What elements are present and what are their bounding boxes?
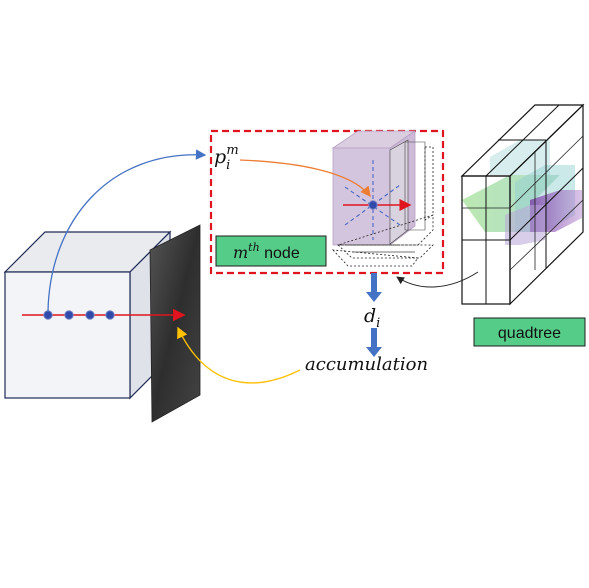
child-node-outline xyxy=(331,249,419,267)
sample-points xyxy=(43,310,115,320)
point-to-node-arrow xyxy=(239,159,371,198)
qt-line xyxy=(509,199,584,271)
node-block xyxy=(331,130,434,267)
query-point xyxy=(368,200,378,210)
point-query-arrow xyxy=(47,149,207,312)
child-node-outline xyxy=(336,244,434,259)
arrow-shaft xyxy=(371,328,377,348)
render-arrow xyxy=(177,326,301,384)
block-front xyxy=(332,147,391,246)
cube-front-face xyxy=(4,271,131,399)
arrow-head xyxy=(366,292,382,302)
sample-point xyxy=(105,310,115,320)
arrow-shaft xyxy=(371,273,377,293)
image-plane xyxy=(149,224,201,423)
qt-side-face xyxy=(509,103,584,306)
quadtree-to-node-arrow xyxy=(396,271,479,288)
point-label: pim xyxy=(214,143,239,173)
accumulation-label: accumulation xyxy=(305,354,428,375)
quadtree-label: quadtree xyxy=(498,325,561,342)
sample-point xyxy=(85,310,95,320)
quadtree-volume xyxy=(460,103,585,306)
qt-line xyxy=(509,135,584,209)
node-label-box xyxy=(215,235,327,267)
axis-dashed xyxy=(344,184,401,226)
arrow-head xyxy=(366,347,382,357)
distance-label: di xyxy=(364,305,380,331)
sample-point xyxy=(43,310,53,320)
node-box xyxy=(209,129,445,275)
node-label: mth node xyxy=(233,241,300,262)
quadtree-label-box xyxy=(473,317,586,347)
child-node-outline xyxy=(424,146,434,221)
accumulation-arrow xyxy=(366,328,382,357)
sample-point xyxy=(64,310,74,320)
distance-arrow xyxy=(366,273,382,302)
